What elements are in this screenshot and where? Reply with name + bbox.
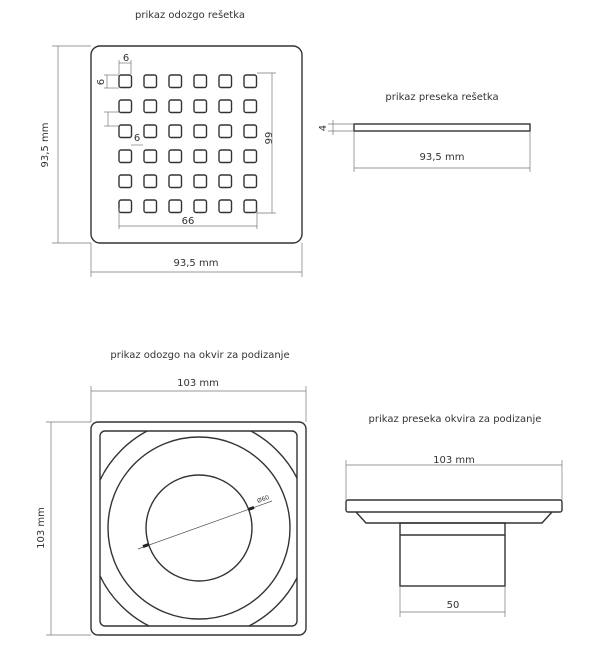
grate-hole: [193, 99, 208, 114]
grate-thickness-label: 4: [318, 125, 329, 131]
frame-middle-circle: [107, 436, 291, 620]
grate-hole: [218, 99, 233, 114]
grate-section-width-label: 93,5 mm: [420, 152, 465, 163]
hole-gap-label: 6: [134, 133, 140, 144]
grate-hole: [143, 74, 158, 89]
grate-hole: [118, 74, 133, 89]
grate-hole: [168, 149, 183, 164]
frame-flange: [345, 499, 563, 513]
grate-hole: [143, 149, 158, 164]
grate-hole: [243, 174, 258, 189]
grate-top-title: prikaz odozgo rešetka: [135, 9, 245, 21]
grate-profile: [353, 123, 531, 132]
frame-section-width-label: 103 mm: [433, 455, 475, 466]
grate-hole: [143, 174, 158, 189]
grate-hole: [218, 149, 233, 164]
grate-hole: [168, 74, 183, 89]
grate-hole: [193, 199, 208, 214]
grate-top-view: prikaz odozgo rešetka 93,5 mm 93,5 mm 66…: [40, 9, 303, 277]
frame-inner-outline: [99, 430, 298, 627]
grate-width-label: 93,5 mm: [174, 258, 219, 269]
grate-hole: [243, 124, 258, 139]
grate-hole: [168, 199, 183, 214]
pipe-width-label: 50: [447, 600, 460, 611]
grate-holes: [118, 74, 258, 214]
grate-hole: [193, 124, 208, 139]
grate-hole: [168, 174, 183, 189]
grate-hole: [218, 174, 233, 189]
grate-hole: [243, 199, 258, 214]
arrow-head: [247, 506, 255, 511]
frame-section-title: prikaz preseka okvira za podizanje: [369, 414, 542, 425]
frame-opening-circle: [145, 474, 253, 582]
frame-height-label: 103 mm: [36, 507, 47, 549]
pattern-width-label: 66: [182, 216, 195, 227]
grate-section-view: prikaz preseka rešetka 4 93,5 mm: [318, 91, 531, 172]
grate-hole: [118, 124, 133, 139]
grate-section-title: prikaz preseka rešetka: [385, 91, 498, 103]
grate-hole: [143, 99, 158, 114]
frame-width-label: 103 mm: [177, 378, 219, 389]
grate-hole: [243, 99, 258, 114]
grate-hole: [143, 199, 158, 214]
grate-hole: [218, 74, 233, 89]
grate-hole: [243, 149, 258, 164]
frame-outer-circle: [100, 431, 297, 626]
grate-hole: [193, 74, 208, 89]
grate-hole: [193, 174, 208, 189]
diameter-label: Ø60: [256, 494, 270, 505]
grate-hole: [118, 174, 133, 189]
grate-height-label: 93,5 mm: [40, 123, 51, 168]
grate-hole: [243, 74, 258, 89]
grate-hole: [143, 124, 158, 139]
pattern-height-label: 66: [262, 132, 273, 145]
frame-pipe: [399, 522, 506, 587]
grate-hole: [218, 124, 233, 139]
frame-section-view: prikaz preseka okvira za podizanje 103 m…: [345, 414, 563, 617]
grate-hole: [193, 149, 208, 164]
grate-hole: [218, 199, 233, 214]
grate-hole: [118, 99, 133, 114]
arrow-head: [142, 543, 150, 548]
frame-taper: [355, 511, 553, 524]
hole-width-label: 6: [123, 53, 129, 64]
frame-top-view: prikaz odozgo na okvir za podizanje 103 …: [36, 350, 307, 636]
grate-hole: [168, 124, 183, 139]
grate-hole: [168, 99, 183, 114]
frame-top-title: prikaz odozgo na okvir za podizanje: [110, 350, 289, 361]
grate-hole: [118, 149, 133, 164]
frame-outer-outline: [90, 421, 307, 636]
hole-height-label: 6: [96, 79, 107, 85]
grate-outline: [90, 45, 303, 244]
grate-hole: [118, 199, 133, 214]
